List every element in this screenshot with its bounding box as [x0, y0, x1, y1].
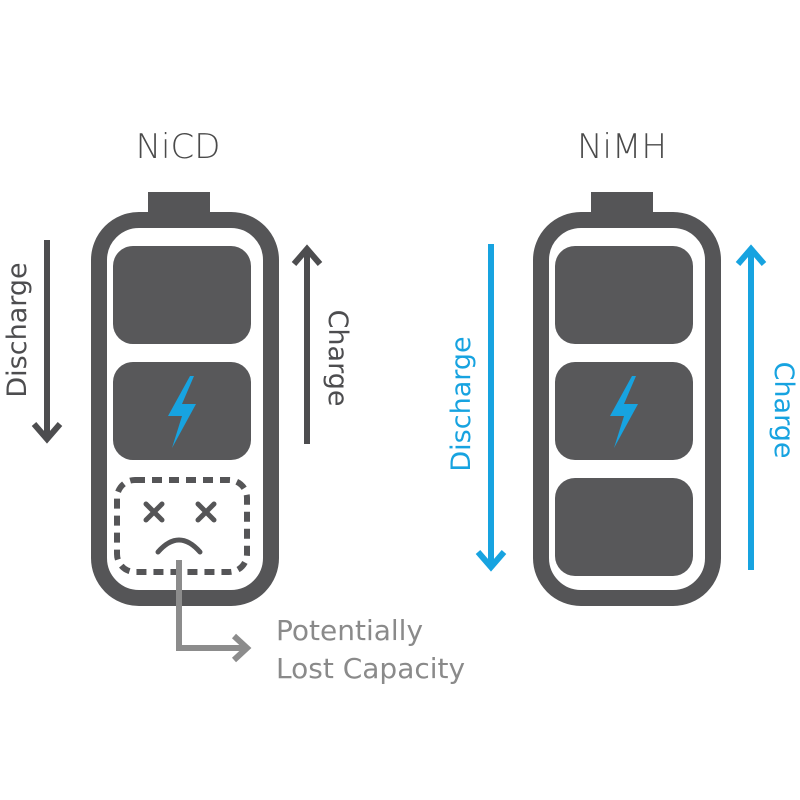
nicd-discharge-label: Discharge [2, 262, 33, 397]
nimh-cell-bottom [555, 478, 693, 576]
nimh-charge-arrow [735, 244, 767, 570]
nicd-group: NiCD Discharge [2, 127, 465, 685]
nimh-charge-label: Charge [768, 362, 799, 459]
nimh-group: NiMH Discharge Charge [446, 127, 799, 606]
nimh-title: NiMH [577, 127, 667, 167]
nicd-cell-top [113, 246, 251, 344]
lost-capacity-arrow [176, 560, 252, 663]
nicd-discharge-arrow [31, 240, 63, 444]
nimh-discharge-label: Discharge [446, 336, 477, 471]
nicd-battery [91, 192, 279, 606]
nimh-discharge-arrow [475, 244, 507, 572]
sad-face-icon [143, 501, 217, 555]
nimh-cell-top [555, 246, 693, 344]
nicd-title: NiCD [136, 127, 221, 167]
nimh-battery [533, 192, 721, 606]
nicd-charge-label: Charge [322, 310, 353, 407]
nicd-charge-arrow [291, 244, 323, 444]
lost-capacity-line2: Lost Capacity [276, 652, 465, 685]
lost-capacity-line1: Potentially [276, 614, 423, 647]
